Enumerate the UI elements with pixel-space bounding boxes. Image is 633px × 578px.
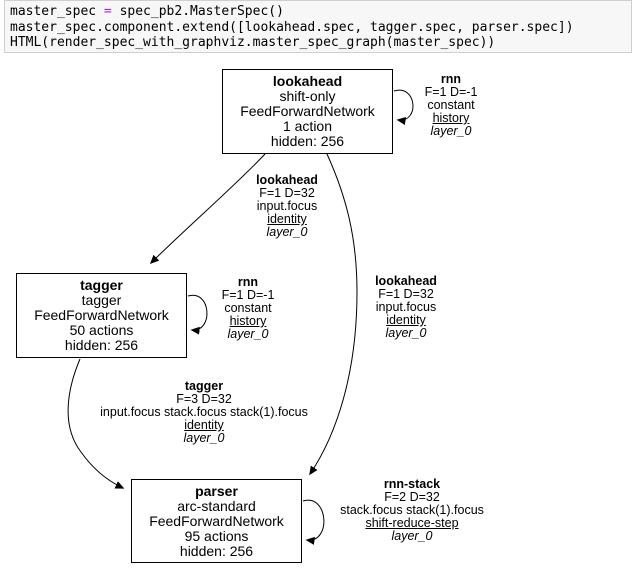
edge-label-lookahead-to-parser: lookahead F=1 D=32 input.focus identity … xyxy=(375,275,437,340)
code-operator: = xyxy=(103,4,112,19)
edge-label-layer: layer_0 xyxy=(385,326,427,340)
self-loop-parser xyxy=(302,499,325,545)
code-text: master_spec xyxy=(10,4,104,19)
node-line: 1 action xyxy=(282,118,333,134)
code-line: master_spec.component.extend([lookahead.… xyxy=(10,20,631,36)
node-title: tagger xyxy=(80,277,123,293)
edge-label-line: F=1 D=32 xyxy=(259,186,315,200)
node-parser: parser arc-standard FeedForwardNetwork 9… xyxy=(131,479,302,563)
node-line: 95 actions xyxy=(184,528,249,544)
edge-label-line: constant xyxy=(427,98,475,112)
edge-label-line: F=1 D=-1 xyxy=(424,85,478,99)
edge-label-title: rnn xyxy=(440,72,462,86)
edge-label-layer: layer_0 xyxy=(227,327,269,341)
code-text: spec_pb2.MasterSpec() xyxy=(111,4,284,19)
edge-label-source: identity xyxy=(386,313,426,327)
edge-label-line: input.focus xyxy=(256,199,318,213)
edge-label-line: F=2 D=32 xyxy=(384,490,440,504)
edge-label-rnn-lookahead: rnn F=1 D=-1 constant history layer_0 xyxy=(425,73,478,138)
edge-label-tagger-to-parser: tagger F=3 D=32 input.focus stack.focus … xyxy=(100,380,308,445)
edge-label-source: shift-reduce-step xyxy=(365,516,459,530)
edge-label-line: input.focus stack.focus stack(1).focus xyxy=(100,405,308,419)
node-line: hidden: 256 xyxy=(270,133,345,149)
node-line: hidden: 256 xyxy=(179,543,254,559)
edge-label-rnn-stack-parser: rnn-stack F=2 D=32 stack.focus stack(1).… xyxy=(340,478,484,543)
edge-label-source: history xyxy=(432,111,470,125)
edge-label-title: rnn-stack xyxy=(383,477,441,491)
node-title: parser xyxy=(195,483,238,499)
code-line: master_spec = spec_pb2.MasterSpec() xyxy=(10,4,631,20)
code-line: HTML(render_spec_with_graphviz.master_sp… xyxy=(10,35,631,51)
code-text: master_spec.component.extend([lookahead.… xyxy=(10,19,574,35)
edge-label-layer: layer_0 xyxy=(183,431,225,445)
node-line: FeedForwardNetwork xyxy=(34,307,169,323)
edge-label-line: F=3 D=32 xyxy=(176,392,232,406)
node-title: lookahead xyxy=(272,73,343,89)
edge-label-source: identity xyxy=(184,418,224,432)
edge-label-source: history xyxy=(229,314,267,328)
edge-label-layer: layer_0 xyxy=(266,225,308,239)
edge-label-title: lookahead xyxy=(256,173,318,187)
node-line: arc-standard xyxy=(177,498,256,514)
edge-label-line: F=1 D=-1 xyxy=(221,288,275,302)
edge-label-layer: layer_0 xyxy=(430,124,472,138)
node-line: shift-only xyxy=(279,88,336,104)
node-line: FeedForwardNetwork xyxy=(240,103,375,119)
edge-label-title: tagger xyxy=(184,379,224,393)
node-lookahead: lookahead shift-only FeedForwardNetwork … xyxy=(222,69,393,154)
edge-label-layer: layer_0 xyxy=(391,529,433,543)
node-line: 50 actions xyxy=(69,322,134,338)
self-loop-lookahead xyxy=(393,89,414,125)
edge-label-line: F=1 D=32 xyxy=(378,287,434,301)
node-tagger: tagger tagger FeedForwardNetwork 50 acti… xyxy=(16,273,187,358)
edge-label-lookahead-to-tagger: lookahead F=1 D=32 input.focus identity … xyxy=(256,174,318,239)
node-line: FeedForwardNetwork xyxy=(149,513,284,529)
edge-label-rnn-tagger: rnn F=1 D=-1 constant history layer_0 xyxy=(222,276,275,341)
edge-label-line: input.focus xyxy=(375,300,437,314)
node-line: tagger xyxy=(81,292,122,308)
code-text: HTML(render_spec_with_graphviz.master_sp… xyxy=(10,35,496,50)
edge-label-title: rnn xyxy=(237,275,259,289)
code-cell[interactable]: master_spec = spec_pb2.MasterSpec() mast… xyxy=(4,0,632,53)
edge-label-line: constant xyxy=(224,301,272,315)
edge-label-source: identity xyxy=(267,212,307,226)
edge-lookahead-to-tagger xyxy=(149,153,266,265)
self-loop-tagger xyxy=(187,294,208,335)
node-line: hidden: 256 xyxy=(64,337,139,353)
edge-label-line: stack.focus stack(1).focus xyxy=(340,503,484,517)
edge-label-title: lookahead xyxy=(375,274,437,288)
